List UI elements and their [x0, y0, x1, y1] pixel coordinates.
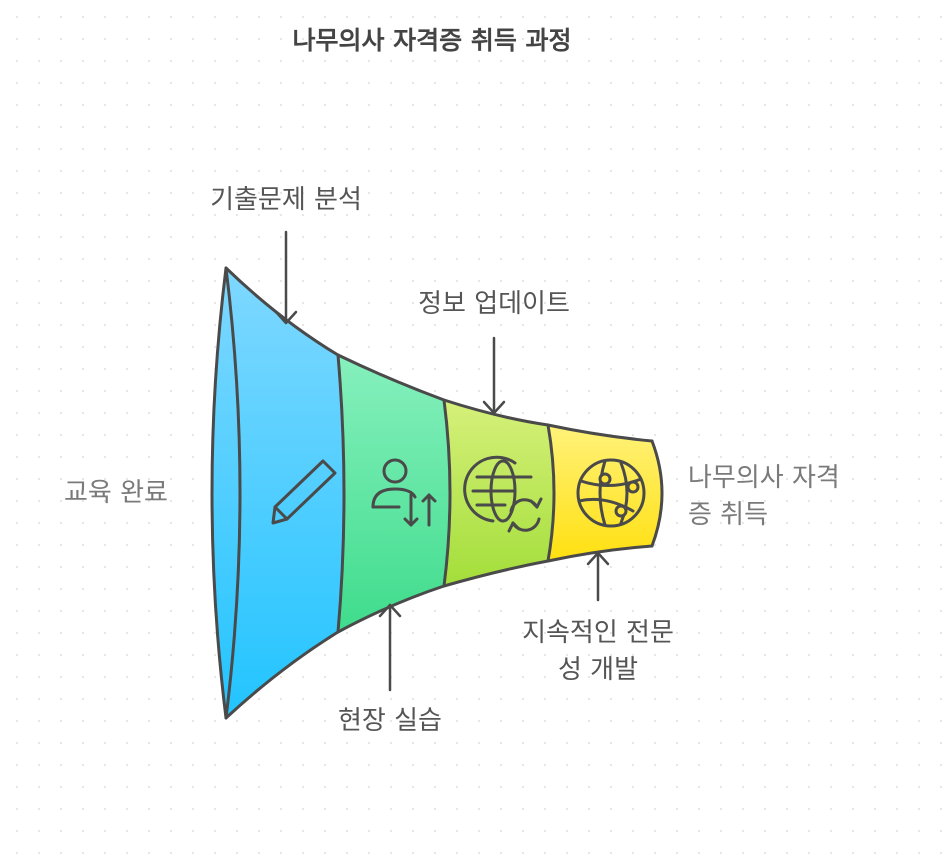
- label-start: 교육 완료: [64, 478, 168, 508]
- globe-refresh-icon: [463, 455, 543, 533]
- arrow-step4: [586, 551, 610, 602]
- arrow-step3: [482, 336, 506, 415]
- label-step1: 기출문제 분석: [210, 185, 362, 215]
- label-step4-line2: 성 개발: [558, 655, 638, 685]
- arrow-step1: [274, 230, 298, 325]
- funnel-segment-yellow: [548, 425, 662, 561]
- funnel-segment-blue: [212, 268, 344, 718]
- funnel-segment-green: [338, 355, 450, 632]
- label-step2: 현장 실습: [338, 706, 442, 736]
- label-end-line1: 나무의사 자격: [688, 463, 840, 493]
- label-step3: 정보 업데이트: [418, 289, 570, 319]
- user-transfer-icon: [371, 458, 437, 527]
- label-end-line2: 증 취득: [688, 500, 768, 530]
- arrow-step2: [378, 603, 402, 692]
- funnel-outline: [210, 266, 664, 720]
- label-step4-line1: 지속적인 전문: [522, 618, 674, 648]
- page-title: 나무의사 자격증 취득 과정: [292, 26, 571, 55]
- funnel-segment-lime: [444, 400, 554, 586]
- network-globe-icon: [576, 458, 646, 528]
- pencil-icon: [271, 459, 337, 525]
